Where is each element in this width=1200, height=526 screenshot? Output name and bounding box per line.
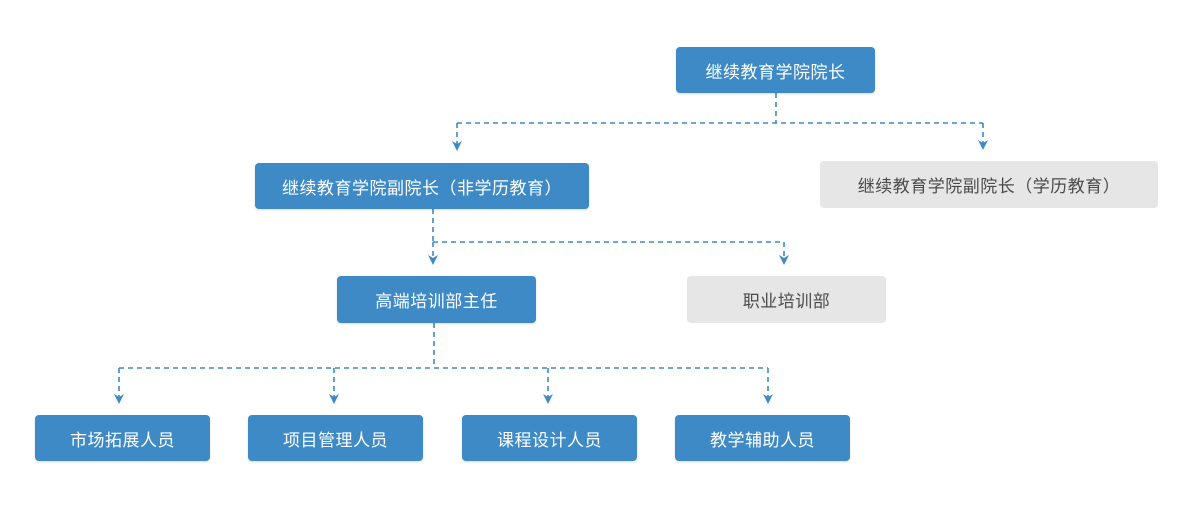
node-vocational-training: 职业培训部	[687, 276, 886, 323]
node-teaching-assistant-staff: 教学辅助人员	[675, 415, 850, 461]
node-high-end-training-director-label: 高端培训部主任	[375, 292, 498, 312]
node-high-end-training-director: 高端培训部主任	[337, 276, 536, 323]
node-market-staff: 市场拓展人员	[35, 415, 210, 461]
node-dean-label: 继续教育学院院长	[705, 62, 846, 83]
node-vocational-training-label: 职业培训部	[742, 292, 831, 312]
node-teaching-assistant-staff-label: 教学辅助人员	[710, 430, 815, 451]
node-dean: 继续教育学院院长	[676, 47, 875, 93]
node-project-staff: 项目管理人员	[248, 415, 423, 461]
node-market-staff-label: 市场拓展人员	[70, 430, 175, 451]
node-project-staff-label: 项目管理人员	[283, 430, 388, 451]
node-vice-dean-non-degree-label: 继续教育学院副院长（非学历教育）	[282, 178, 562, 199]
node-vice-dean-degree-label: 继续教育学院副院长（学历教育）	[857, 177, 1121, 197]
node-vice-dean-non-degree: 继续教育学院副院长（非学历教育）	[255, 163, 589, 209]
node-course-staff: 课程设计人员	[462, 415, 637, 461]
node-course-staff-label: 课程设计人员	[497, 430, 602, 451]
node-vice-dean-degree: 继续教育学院副院长（学历教育）	[820, 161, 1158, 208]
